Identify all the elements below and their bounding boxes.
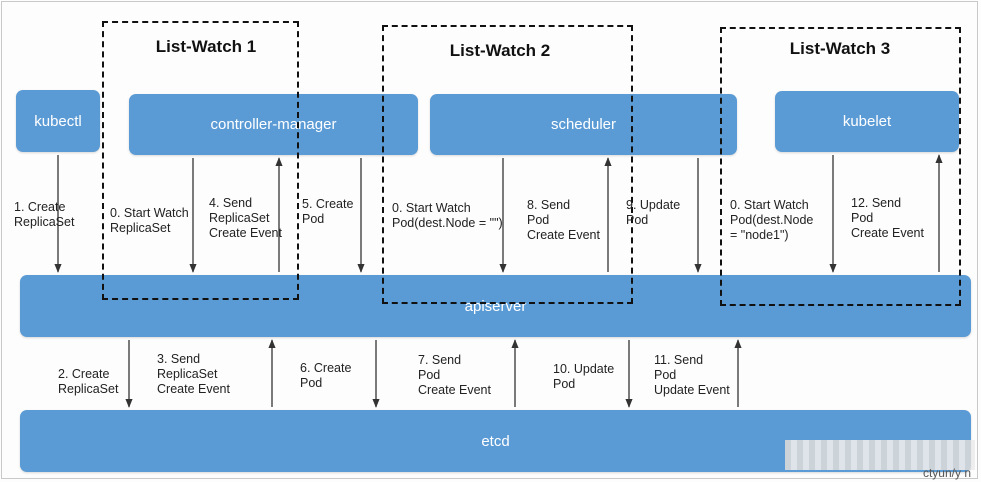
label-start-watch-pod-node1: 0. Start Watch Pod(dest.Node = "node1")	[730, 198, 814, 242]
label-create-replicaset-2: 2. Create ReplicaSet	[58, 367, 119, 396]
list-watch-2-box	[382, 25, 633, 304]
label-create-pod-5: 5. Create Pod	[302, 197, 354, 226]
kubectl-label: kubectl	[34, 112, 82, 130]
list-watch-3-box	[720, 27, 961, 306]
label-start-watch-replicaset: 0. Start Watch ReplicaSet	[110, 206, 189, 235]
list-watch-1-title: List-Watch 1	[155, 37, 257, 56]
label-send-pod-event-7: 7. Send Pod Create Event	[418, 353, 491, 397]
blurred-watermark-area	[785, 440, 975, 470]
label-update-pod-9: 9. Update Pod	[626, 198, 681, 227]
kubelet-box: kubelet	[775, 91, 959, 152]
list-watch-3-title: List-Watch 3	[789, 39, 891, 58]
label-send-replicaset-event-3: 3. Send ReplicaSet Create Event	[157, 352, 230, 396]
kubelet-label: kubelet	[842, 113, 892, 130]
apiserver-box: apiserver	[20, 275, 971, 337]
controller-manager-label: controller-manager	[210, 116, 337, 133]
scheduler-label: scheduler	[550, 116, 617, 133]
label-create-pod-6: 6. Create Pod	[300, 361, 352, 390]
scheduler-box: scheduler	[430, 94, 737, 155]
label-update-pod-10: 10. Update Pod	[553, 362, 615, 391]
label-send-pod-update-event-11: 11. Send Pod Update Event	[654, 353, 730, 397]
controller-manager-box: controller-manager	[129, 94, 418, 155]
label-send-replicaset-event-4: 4. Send ReplicaSet Create Event	[209, 196, 282, 240]
kubectl-box: kubectl	[16, 90, 100, 152]
apiserver-label: apiserver	[464, 297, 527, 315]
label-send-pod-event-8: 8. Send Pod Create Event	[527, 198, 600, 242]
watermark: ctyun/y n	[922, 466, 971, 480]
list-watch-2-title: List-Watch 2	[449, 41, 551, 60]
label-start-watch-pod-empty: 0. Start Watch Pod(dest.Node = "")	[392, 201, 503, 230]
etcd-label: etcd	[481, 432, 510, 450]
list-watch-1-box	[102, 21, 299, 300]
label-create-replicaset-1: 1. Create ReplicaSet	[14, 200, 75, 229]
label-send-pod-event-12: 12. Send Pod Create Event	[851, 196, 924, 240]
